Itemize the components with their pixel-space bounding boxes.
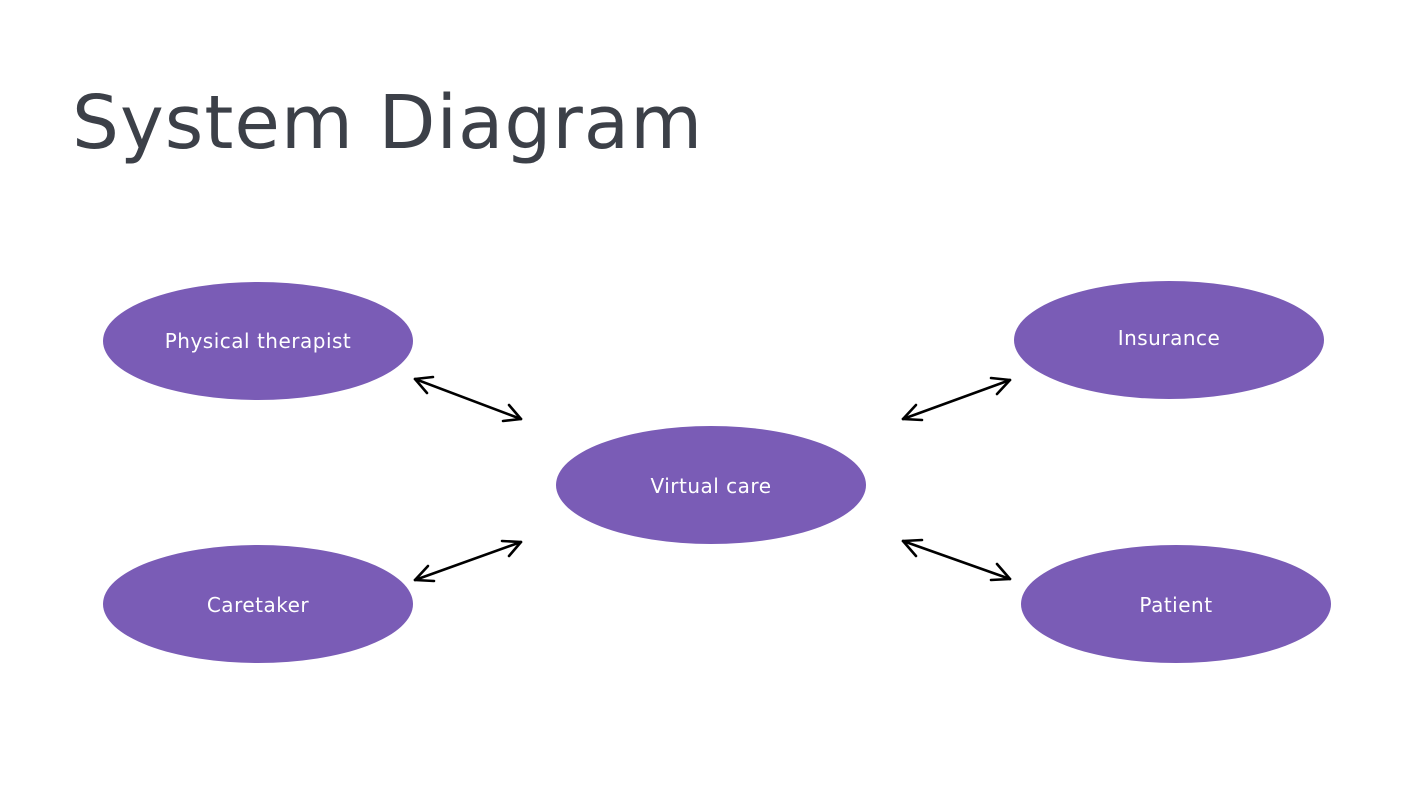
node-shape bbox=[103, 545, 413, 663]
node-shape bbox=[1021, 545, 1331, 663]
arrow-physical-therapist-virtual-care bbox=[413, 375, 523, 423]
node-label: Physical therapist bbox=[165, 329, 352, 353]
arrow-patient-virtual-care bbox=[901, 538, 1012, 582]
node-physical-therapist[interactable]: Physical therapist bbox=[103, 282, 413, 400]
node-shape bbox=[556, 426, 866, 544]
node-insurance[interactable]: Insurance bbox=[1014, 281, 1324, 399]
page-title: System Diagram bbox=[72, 80, 704, 166]
node-label: Patient bbox=[1139, 593, 1212, 617]
node-label: Caretaker bbox=[207, 593, 310, 617]
node-shape bbox=[1014, 281, 1324, 399]
arrow-insurance-virtual-care bbox=[901, 376, 1012, 422]
node-patient[interactable]: Patient bbox=[1021, 545, 1331, 663]
node-shape bbox=[103, 282, 413, 400]
node-caretaker[interactable]: Caretaker bbox=[103, 545, 413, 663]
node-virtual-care[interactable]: Virtual care bbox=[556, 426, 866, 544]
node-label: Insurance bbox=[1118, 326, 1221, 350]
arrow-caretaker-virtual-care bbox=[413, 539, 523, 583]
node-label: Virtual care bbox=[650, 474, 771, 498]
